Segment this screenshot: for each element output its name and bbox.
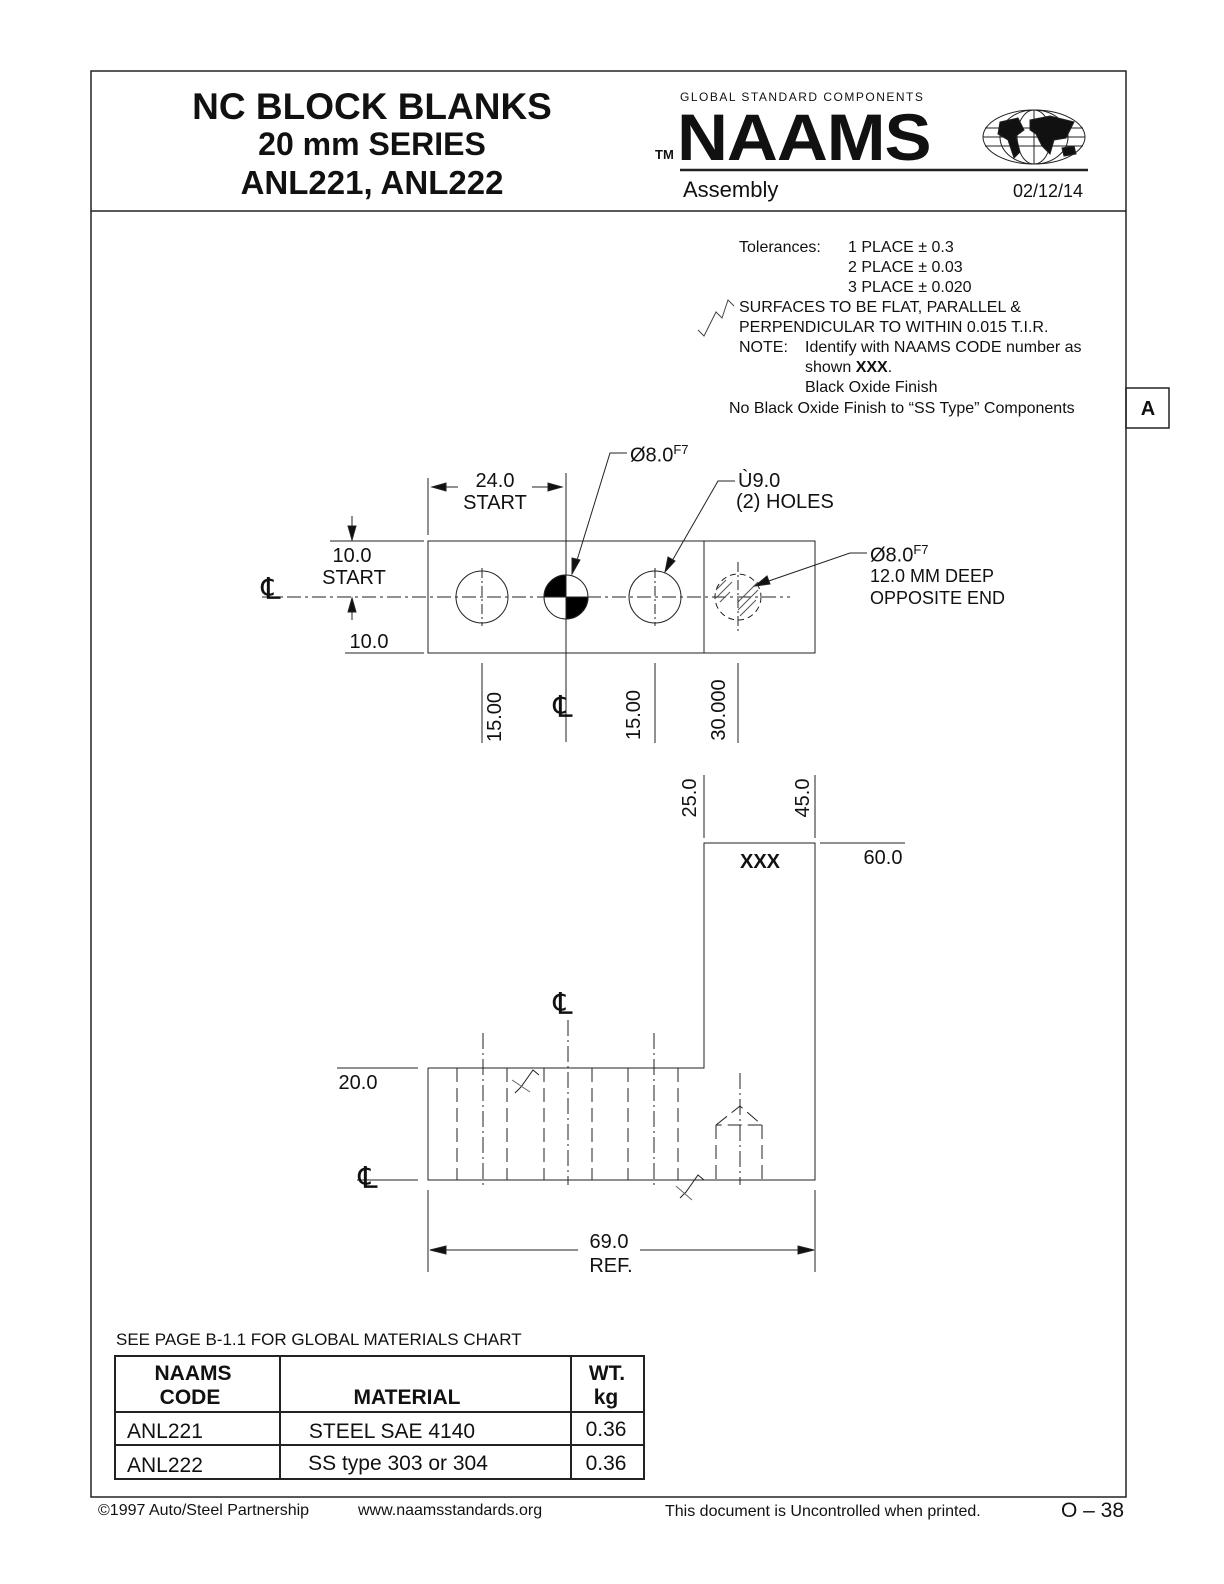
naams-logo: NAAMS [677, 100, 932, 174]
header-code-2: CODE [159, 1386, 221, 1409]
note-4: No Black Oxide Finish to “SS Type” Compo… [729, 400, 1075, 417]
surface-note-1: SURFACES TO BE FLAT, PARALLEL & [739, 299, 1021, 316]
note-3: Black Oxide Finish [805, 379, 938, 396]
note-label: NOTE: [739, 339, 788, 356]
top-view [262, 452, 867, 743]
dim-10-start: 10.0 [332, 545, 372, 567]
tolerance-3: 3 PLACE ± 0.020 [848, 279, 972, 296]
title-line-1: NC BLOCK BLANKS [192, 86, 552, 127]
revision-date: 02/12/14 [1013, 181, 1084, 201]
dim-20: 20.0 [338, 1072, 378, 1094]
note-1: Identify with NAAMS CODE number as [805, 339, 1082, 356]
hole-f7-right-callout: Ø8.0F7 [870, 543, 929, 566]
dim-24-start: START [463, 492, 527, 514]
hole-9-count: (2) HOLES [736, 491, 834, 513]
centerline-symbol-bottom: ℄ [553, 690, 573, 725]
row-material: STEEL SAE 4140 [308, 1420, 476, 1443]
hole-opposite-end: OPPOSITE END [870, 588, 1006, 608]
title-line-2: 20 mm SERIES [258, 126, 486, 162]
centerline-symbol-left: ℄ [261, 572, 281, 607]
sheet-border [90, 70, 1127, 1498]
category-label: Assembly [683, 177, 779, 202]
dim-30: 30.000 [708, 679, 730, 741]
page-number: O – 38 [1061, 1499, 1125, 1522]
surface-note-2: PERPENDICULAR TO WITHIN 0.015 T.I.R. [739, 319, 1049, 336]
header-code-1: NAAMS [154, 1362, 232, 1385]
dim-10-start-label: START [322, 567, 386, 589]
dim-45: 45.0 [792, 778, 814, 818]
hole-f7-size: Ø8.0 [630, 444, 674, 467]
tolerance-label: Tolerances: [739, 239, 821, 256]
note-2-text: shown [805, 359, 856, 376]
centerline-symbol-base: ℄ [358, 1161, 378, 1196]
note-2-period: . [887, 359, 893, 376]
note-2-code: XXX [855, 359, 888, 376]
hole-depth: 12.0 MM DEEP [870, 566, 995, 586]
dim-69: 69.0 [589, 1231, 629, 1253]
section-tab[interactable]: A [1140, 398, 1156, 420]
dim-15-left: 15.00 [484, 691, 506, 743]
footer-uncontrolled-notice: This document is Uncontrolled when print… [665, 1503, 981, 1520]
hole-f7-right-size: Ø8.0 [870, 544, 914, 567]
tolerance-2: 2 PLACE ± 0.03 [848, 259, 963, 276]
hole-f7-fit: F7 [673, 442, 689, 457]
note-2: shown XXX. [805, 360, 892, 376]
header-wt-2: kg [593, 1386, 619, 1409]
globe-icon [982, 109, 1086, 165]
row-code: ANL222 [127, 1454, 203, 1477]
row-material: SS type 303 or 304 [308, 1452, 488, 1475]
row-code: ANL221 [127, 1420, 203, 1443]
header-wt-1: WT. [588, 1362, 626, 1385]
dim-24: 24.0 [475, 470, 515, 492]
row-weight: 0.36 [585, 1418, 627, 1441]
dim-60: 60.0 [863, 847, 903, 869]
hole-9-size: Ù9.0 [738, 470, 781, 492]
logo-tm: TM [655, 147, 674, 162]
hole-f7-right-fit: F7 [913, 542, 929, 557]
side-view [337, 775, 905, 1272]
centerline-symbol-top: ℄ [553, 987, 573, 1022]
header-material: MATERIAL [353, 1386, 461, 1409]
dim-25: 25.0 [679, 778, 701, 818]
footer-url[interactable]: www.naamsstandards.org [358, 1502, 543, 1519]
materials-table-lines [114, 1355, 645, 1480]
materials-chart-reference: SEE PAGE B-1.1 FOR GLOBAL MATERIALS CHAR… [116, 1330, 522, 1349]
code-marking: XXX [739, 851, 781, 873]
title-line-3: ANL221, ANL222 [240, 164, 504, 201]
dim-10: 10.0 [349, 631, 389, 653]
footer-copyright: ©1997 Auto/Steel Partnership [98, 1502, 310, 1519]
tolerance-1: 1 PLACE ± 0.3 [848, 239, 954, 256]
tab-box [1125, 387, 1170, 429]
logo-tagline: GLOBAL STANDARD COMPONENTS [680, 90, 925, 104]
hole-f7-callout: Ø8.0F7 [630, 443, 689, 466]
dim-69-ref: REF. [589, 1255, 633, 1277]
row-weight: 0.36 [585, 1452, 627, 1475]
dim-15-right: 15.00 [623, 689, 645, 741]
